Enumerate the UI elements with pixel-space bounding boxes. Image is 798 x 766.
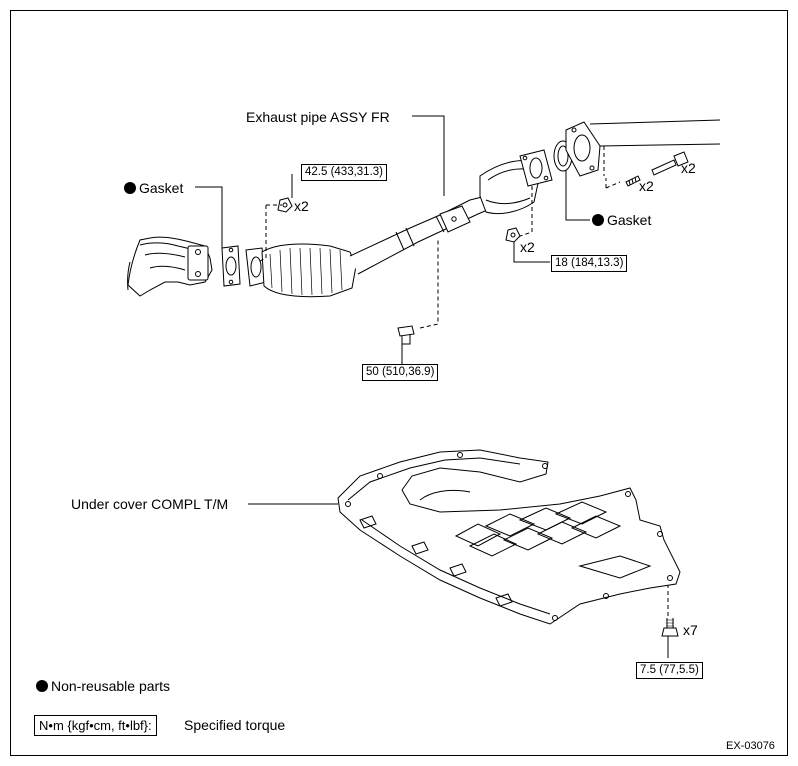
bolt-icon	[661, 618, 679, 637]
figure-id: EX-03076	[726, 740, 775, 752]
filled-circle-icon	[592, 214, 604, 226]
legend-non-reusable: Non-reusable parts	[36, 678, 170, 694]
torque-box: 7.5 (77,5.5)	[636, 662, 703, 679]
exhaust-pipe-label: Exhaust pipe ASSY FR	[246, 109, 390, 125]
legend-torque-unit-box: N•m {kgf•cm, ft•lbf}:	[34, 715, 157, 736]
quantity-label: x2	[681, 160, 696, 176]
exhaust-pipe-assy	[245, 149, 553, 298]
bolt-icon	[651, 151, 689, 176]
torque-box: 50 (510,36.9)	[362, 364, 439, 381]
under-cover-label: Under cover COMPL T/M	[71, 496, 229, 512]
figure-frame	[10, 10, 788, 756]
gasket-left-shape	[221, 245, 241, 287]
gasket-left-label: Gasket	[124, 180, 183, 196]
quantity-label: x2	[639, 178, 654, 194]
nut-icon	[277, 197, 293, 213]
filled-circle-icon	[124, 182, 136, 194]
leader-lines	[195, 115, 669, 658]
torque-box: 18 (184,13.3)	[551, 255, 628, 272]
legend-specified-torque: Specified torque	[184, 717, 286, 733]
filled-circle-icon	[36, 680, 48, 692]
bolt-icon	[397, 325, 415, 345]
quantity-label: x2	[520, 239, 535, 255]
gasket-right-label: Gasket	[592, 212, 651, 228]
quantity-label: x7	[683, 622, 698, 638]
under-cover-shape	[337, 449, 681, 625]
rear-pipe-flange	[565, 119, 721, 177]
torque-box: 42.5 (433,31.3)	[301, 164, 388, 181]
stud-icon	[625, 175, 641, 187]
quantity-label: x2	[294, 198, 309, 214]
assembly-guide-lines	[257, 146, 669, 616]
nut-icon	[505, 227, 521, 243]
exhaust-manifold	[127, 236, 213, 297]
